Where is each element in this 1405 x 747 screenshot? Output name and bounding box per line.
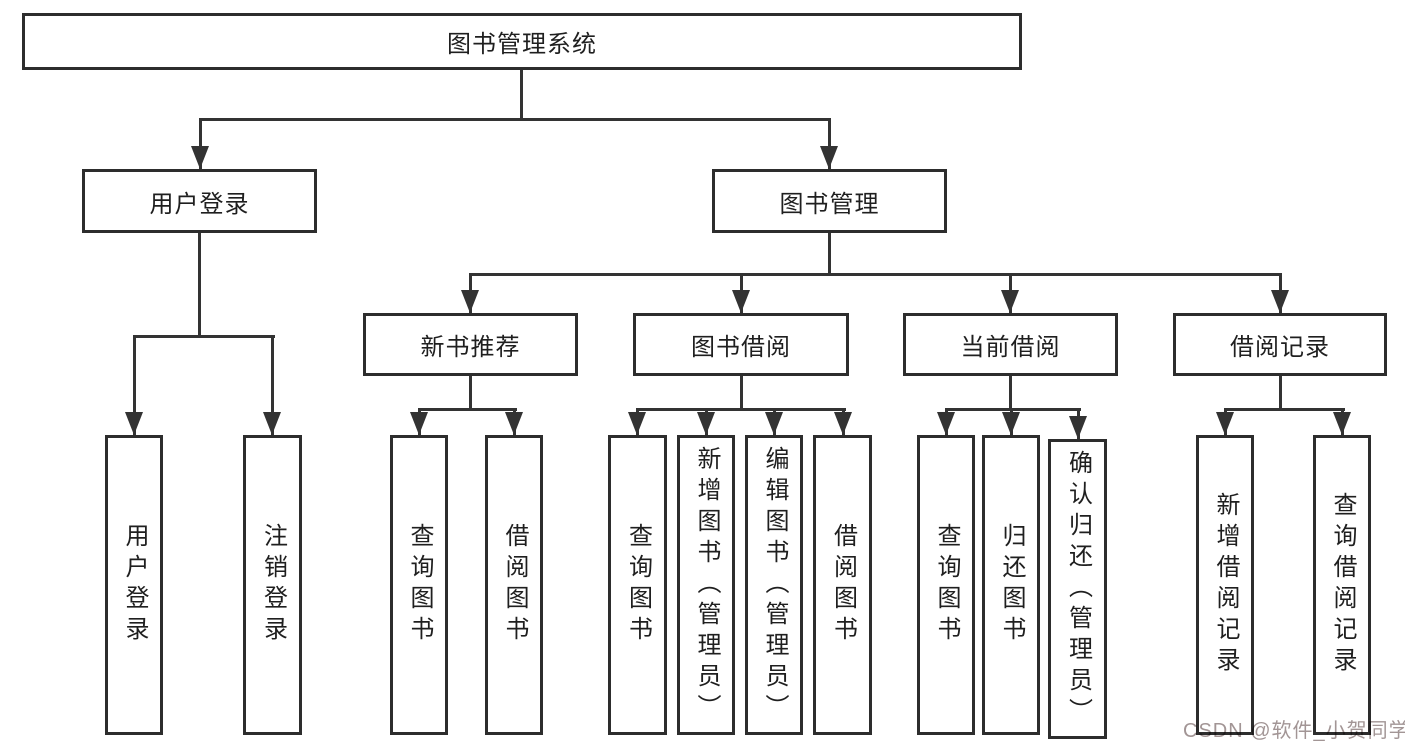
node-new-book-recommendation: 新书推荐 <box>363 313 578 376</box>
leaf-label: 借阅图书 <box>829 523 857 647</box>
leaf-add-books-admin: 新增图书（管理员） <box>677 435 735 735</box>
leaf-label: 归还图书 <box>998 523 1025 647</box>
node-borrowing-records: 借阅记录 <box>1173 313 1387 376</box>
arrowhead <box>834 412 852 435</box>
node-label: 图书管理系统 <box>447 31 597 58</box>
arrowhead <box>1069 416 1087 439</box>
line <box>469 376 472 408</box>
node-label: 当前借阅 <box>960 334 1061 361</box>
node-current-borrowing: 当前借阅 <box>903 313 1118 376</box>
line <box>636 408 846 411</box>
arrowhead <box>1333 412 1351 435</box>
node-label: 用户登录 <box>149 190 250 218</box>
line <box>418 408 517 411</box>
arrowhead <box>1216 412 1234 435</box>
arrowhead <box>263 412 281 435</box>
arrowhead <box>1271 290 1289 313</box>
leaf-label: 新增图书（管理员） <box>693 445 720 725</box>
leaf-add-borrow-record: 新增借阅记录 <box>1196 435 1254 735</box>
line <box>133 335 136 435</box>
node-label: 借阅记录 <box>1230 334 1330 361</box>
leaf-label: 确认归还（管理员） <box>1064 449 1092 729</box>
leaf-label: 借阅图书 <box>501 523 528 647</box>
node-library-management-system: 图书管理系统 <box>22 13 1022 70</box>
leaf-label: 查询图书 <box>406 523 433 647</box>
leaf-user-login: 用户登录 <box>105 435 163 735</box>
leaf-logout: 注销登录 <box>243 435 302 735</box>
node-label: 图书借阅 <box>691 334 791 361</box>
arrowhead <box>765 412 783 435</box>
leaf-label: 编辑图书（管理员） <box>761 445 788 725</box>
line <box>469 273 1282 276</box>
leaf-label: 查询图书 <box>933 523 960 647</box>
arrowhead <box>628 412 646 435</box>
line <box>828 118 831 169</box>
leaf-label: 用户登录 <box>121 523 148 647</box>
arrowhead <box>820 146 838 169</box>
line <box>520 70 523 118</box>
arrowhead <box>732 290 750 313</box>
arrowhead <box>1001 290 1019 313</box>
line <box>1279 376 1282 408</box>
arrowhead <box>937 412 955 435</box>
line <box>1224 408 1345 411</box>
arrowhead <box>461 290 479 313</box>
line <box>199 118 202 169</box>
arrowhead <box>125 412 143 435</box>
leaf-query-borrow-record: 查询借阅记录 <box>1313 435 1371 735</box>
arrowhead <box>697 412 715 435</box>
line <box>828 233 831 273</box>
leaf-query-books-current: 查询图书 <box>917 435 975 735</box>
leaf-label: 查询借阅记录 <box>1329 492 1356 678</box>
leaf-borrow-books-newbooks: 借阅图书 <box>485 435 543 735</box>
leaf-borrow-books-borrowing: 借阅图书 <box>813 435 872 735</box>
node-label: 图书管理 <box>779 190 880 218</box>
arrowhead <box>1002 412 1020 435</box>
line <box>271 335 274 435</box>
node-book-borrowing: 图书借阅 <box>633 313 849 376</box>
node-user-login: 用户登录 <box>82 169 317 233</box>
line <box>1009 376 1012 408</box>
line <box>133 335 275 338</box>
leaf-query-books-borrowing: 查询图书 <box>608 435 667 735</box>
arrowhead <box>505 412 523 435</box>
leaf-return-books: 归还图书 <box>982 435 1040 735</box>
node-label: 新书推荐 <box>420 334 521 361</box>
arrowhead <box>191 146 209 169</box>
leaf-label: 新增借阅记录 <box>1212 492 1239 678</box>
leaf-edit-books-admin: 编辑图书（管理员） <box>745 435 803 735</box>
line <box>198 233 201 335</box>
leaf-label: 注销登录 <box>259 523 287 647</box>
line <box>740 376 743 408</box>
node-book-management: 图书管理 <box>712 169 947 233</box>
watermark: CSDN @软件_小贺同学 <box>1183 720 1405 742</box>
line <box>945 408 1081 411</box>
arrowhead <box>410 412 428 435</box>
leaf-query-books-newbooks: 查询图书 <box>390 435 448 735</box>
leaf-label: 查询图书 <box>624 523 652 647</box>
line <box>199 118 831 121</box>
leaf-confirm-return-admin: 确认归还（管理员） <box>1048 439 1107 739</box>
